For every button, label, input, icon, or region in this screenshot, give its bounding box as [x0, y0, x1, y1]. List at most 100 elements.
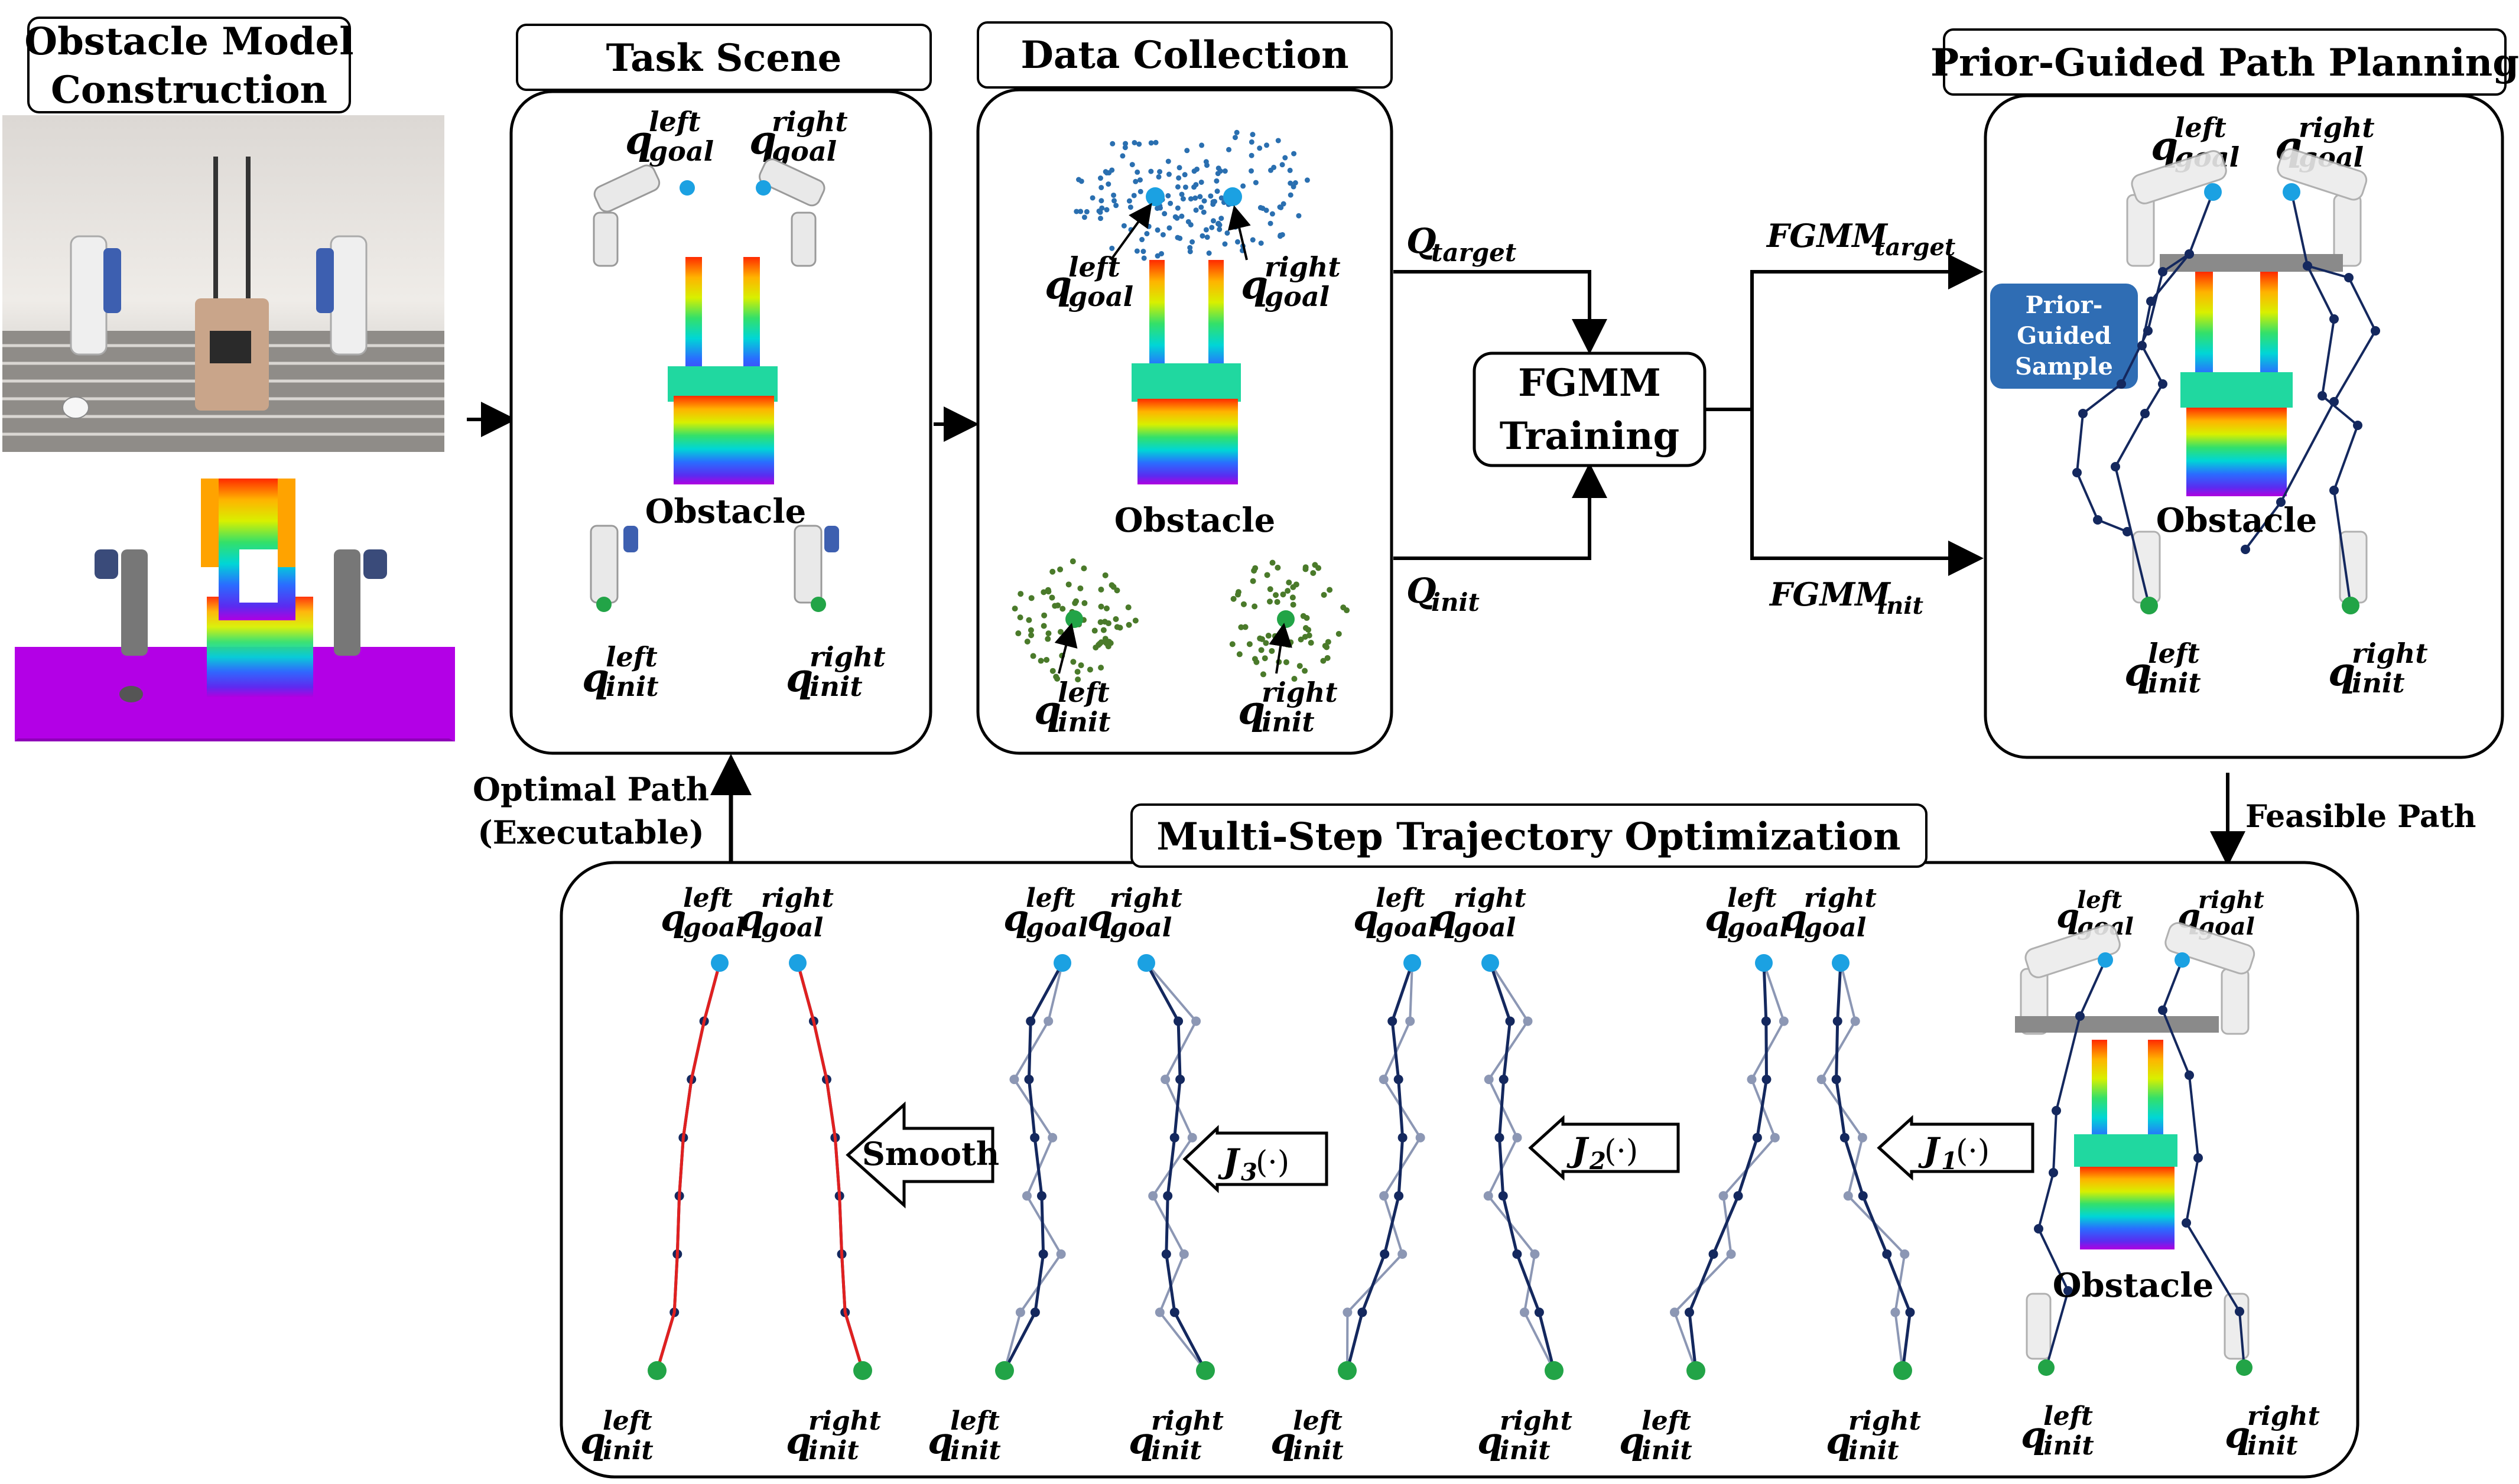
goal-sample-point — [1135, 169, 1140, 175]
svg-text:right: right — [761, 883, 834, 913]
opt-j2-left-path-node — [1397, 1132, 1408, 1143]
init-sample-point — [1070, 558, 1076, 565]
goal-sample-point — [1140, 249, 1146, 255]
opt-j2-goal-dot-left — [1403, 954, 1421, 972]
goal-sample-point — [1268, 167, 1274, 173]
goal-sample-point — [1148, 140, 1154, 146]
opt-j2-goal-dot-right — [1481, 954, 1499, 972]
init-sample-point — [1017, 614, 1023, 621]
goal-sample-point — [1175, 184, 1181, 190]
goal-sample-point — [1159, 250, 1165, 256]
svg-text:right: right — [2299, 112, 2375, 144]
opt-j3-right-prev-path-node — [1179, 1249, 1189, 1259]
pg-right-branch-node — [2344, 273, 2354, 282]
pg-right-branch-node — [2329, 397, 2339, 406]
init-sample-point — [1075, 676, 1081, 683]
init-sample-point — [1126, 621, 1132, 628]
opt-j3-left-prev-path-node — [1022, 1191, 1032, 1201]
opt-j3-init-dot-left — [995, 1361, 1014, 1380]
init-sample-point — [1302, 668, 1308, 674]
goal-sample-point — [1234, 129, 1240, 135]
opt-j2-left-prev-path-node — [1397, 1249, 1408, 1259]
svg-text:init: init — [2148, 667, 2201, 699]
goal-sample-point — [1141, 255, 1147, 261]
opt-j3-left-path-node — [1030, 1132, 1040, 1143]
init-sample-point — [1100, 627, 1107, 633]
goal-sample-point — [1153, 139, 1159, 145]
goal-sample-point — [1282, 155, 1288, 161]
fgmm-training-line1: FGMM — [1518, 361, 1661, 405]
goal-sample-point — [1109, 245, 1115, 251]
goal-sample-point — [1267, 220, 1273, 226]
init-sample-point — [1252, 656, 1258, 662]
goal-sample-point — [1199, 142, 1205, 148]
init-sample-point — [1320, 658, 1327, 664]
goal-sample-point — [1129, 162, 1135, 168]
goal-sample-point — [1193, 207, 1199, 213]
init-sample-point — [1054, 675, 1061, 682]
opt-j2-left-prev-path-node — [1415, 1132, 1425, 1143]
opt-j2-left-prev-path-node — [1405, 1016, 1415, 1026]
goal-sample-point — [1210, 199, 1216, 205]
prior-guided-sample-badge — [1990, 284, 2138, 389]
opt-j2-left-path-node — [1357, 1307, 1367, 1317]
goal-sample-point — [1288, 180, 1293, 186]
svg-text:right: right — [2352, 637, 2428, 669]
svg-text:q: q — [2056, 897, 2079, 936]
data-goal-dot-right — [1223, 187, 1242, 206]
svg-text:init: init — [606, 671, 659, 702]
opt-smooth-left-curve — [655, 962, 721, 1371]
opt-j1-left-path-node — [1761, 1075, 1772, 1085]
goal-sample-point — [1182, 184, 1188, 190]
data-init-arrow-left — [1054, 623, 1078, 674]
opt-j1-left-prev-path-node — [1726, 1249, 1736, 1259]
opt-j3-left-path-node — [1036, 1191, 1046, 1201]
pg-right-branch — [2244, 265, 2377, 551]
init-sample-point — [1269, 647, 1275, 654]
svg-text:init: init — [1262, 706, 1315, 738]
opt-j1-right-prev-path-node — [1816, 1075, 1826, 1085]
pg-right-path-node — [2329, 314, 2339, 324]
svg-text:q: q — [1238, 687, 1265, 733]
svg-text:right: right — [810, 641, 886, 673]
obstacle-model-title-line2: Construction — [51, 68, 327, 112]
goal-sample-point — [1208, 193, 1214, 199]
fs-right-path-node — [2182, 1218, 2191, 1228]
svg-text:right: right — [1500, 1406, 1572, 1436]
init-sample-point — [1109, 582, 1115, 588]
svg-text:right: right — [2247, 1401, 2320, 1431]
init-sample-point — [1012, 606, 1018, 612]
init-sample-point — [1117, 624, 1123, 631]
obstacle-model-section: Obstacle Model Construction — [2, 17, 455, 741]
goal-sample-point — [1222, 241, 1228, 247]
init-sample-point — [1028, 632, 1035, 639]
opt-j1-right-path-node — [1858, 1191, 1868, 1201]
opt-j1-left-prev-path-node — [1779, 1016, 1789, 1026]
opt-j3-left-path-node — [1026, 1016, 1036, 1026]
svg-text:goal: goal — [772, 135, 837, 167]
goal-sample-point — [1206, 250, 1212, 256]
opt-j3-right-path-node — [1163, 1191, 1173, 1201]
goal-sample-point — [1097, 175, 1103, 181]
init-sample-point — [1296, 663, 1303, 669]
svg-text:q: q — [1241, 262, 1268, 308]
goal-sample-point — [1160, 232, 1166, 237]
goal-sample-point — [1133, 178, 1139, 184]
opt-j2-left-path-node — [1393, 1075, 1403, 1085]
arrow-qtarget-to-fgmm — [1393, 270, 1607, 354]
init-sample-point — [1302, 633, 1308, 640]
init-sample-point — [1272, 633, 1278, 639]
svg-text:right: right — [808, 1406, 881, 1436]
init-sample-point — [1263, 640, 1269, 646]
init-sample-point — [1321, 591, 1327, 598]
lab-photo — [2, 115, 444, 452]
opt-j1-goal-dot-left — [1755, 954, 1773, 972]
svg-text:q: q — [2151, 123, 2178, 169]
goal-sample-point — [1197, 194, 1203, 200]
goal-sample-point — [1233, 224, 1239, 230]
